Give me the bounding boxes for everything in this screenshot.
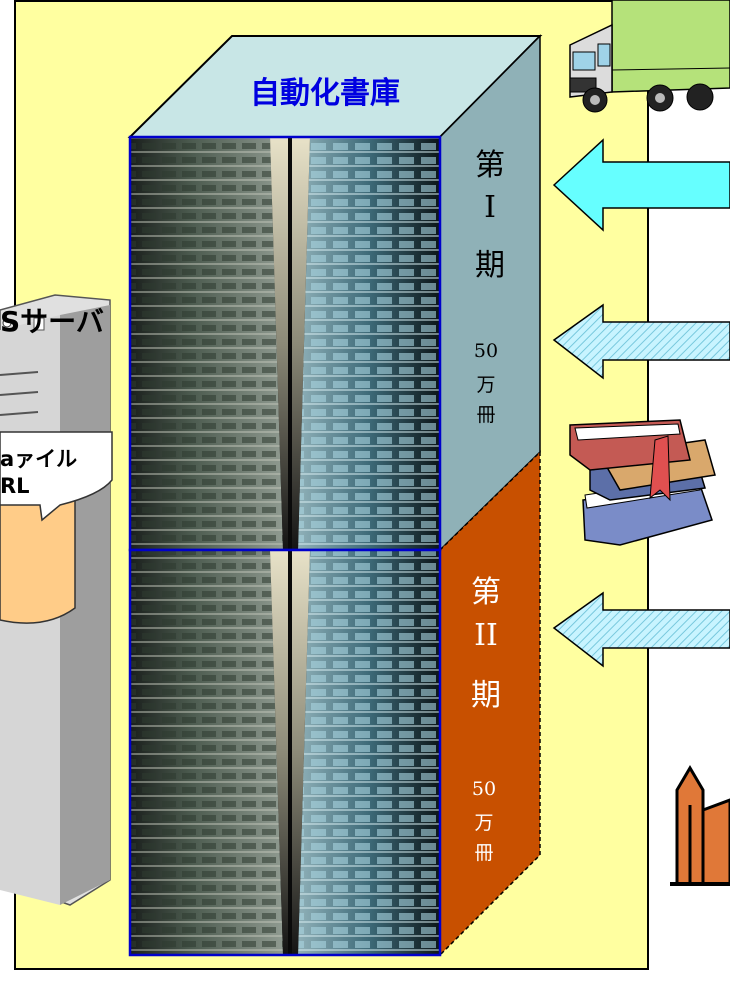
storage-photo-upper bbox=[128, 135, 442, 552]
arrow-left-icon-2 bbox=[552, 303, 730, 380]
truck-icon bbox=[569, 0, 730, 113]
server-file-label: aァイル bbox=[0, 443, 77, 473]
arrow-left-icon-1 bbox=[552, 138, 730, 232]
arrow-left-icon-3 bbox=[552, 591, 730, 668]
storage-title: 自動化書庫 bbox=[250, 76, 400, 111]
phase1-unit1: 万 bbox=[476, 374, 496, 396]
server-url-label: RL bbox=[0, 474, 30, 498]
phase2-numeral: II bbox=[474, 618, 498, 653]
phase2-kanji-top: 第 bbox=[471, 575, 501, 610]
phase1-unit2: 冊 bbox=[476, 404, 496, 426]
storage-photo-lower bbox=[128, 548, 442, 957]
phase1-kanji-top: 第 bbox=[475, 148, 505, 183]
phase2-kanji-bottom: 期 bbox=[471, 678, 501, 713]
building-icon bbox=[670, 765, 730, 886]
phase2-count: 50 bbox=[471, 778, 497, 800]
phase2-unit1: 万 bbox=[474, 812, 494, 834]
phase1-count: 50 bbox=[473, 340, 499, 362]
document-icon bbox=[0, 431, 113, 522]
phase1-numeral: I bbox=[484, 190, 496, 225]
server-title: Sサーバ bbox=[0, 305, 104, 338]
phase2-unit2: 冊 bbox=[474, 842, 494, 864]
books-icon bbox=[569, 419, 716, 546]
phase1-kanji-bottom: 期 bbox=[475, 248, 505, 283]
server-file-prefix: a bbox=[0, 447, 15, 471]
server-file-text: ァイル bbox=[14, 447, 78, 471]
